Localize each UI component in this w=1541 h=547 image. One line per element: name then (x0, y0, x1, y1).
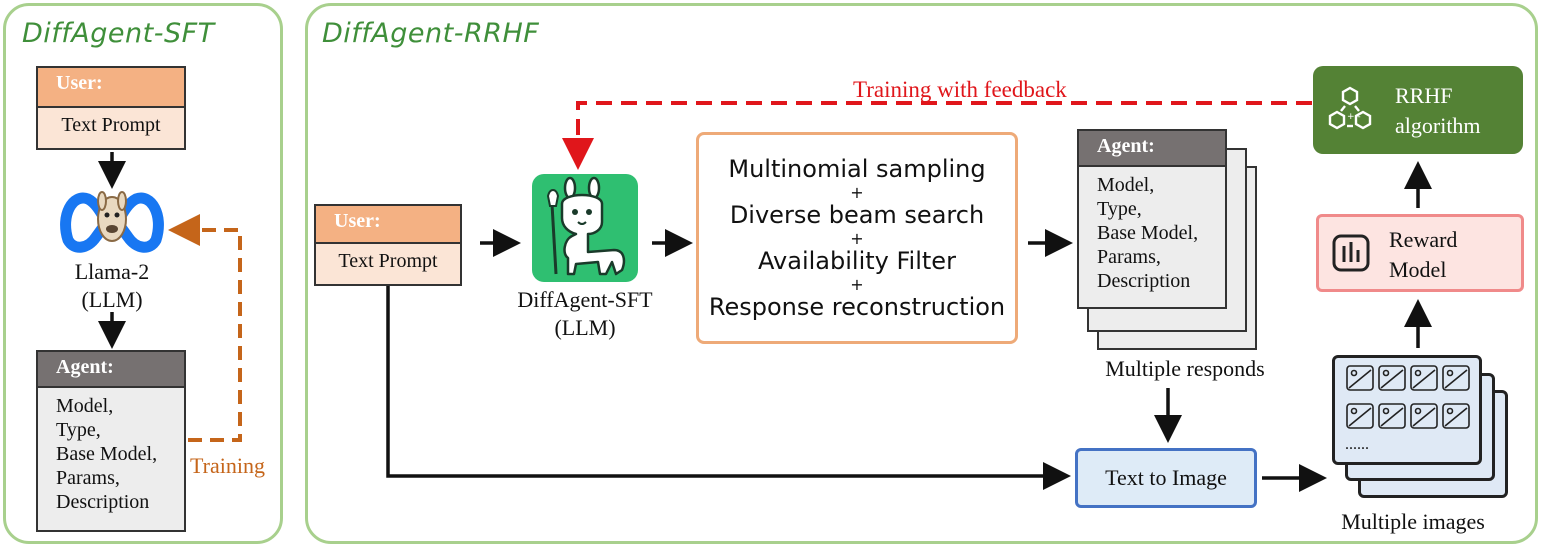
feedback-label: Training with feedback (853, 77, 1067, 102)
sampling-plus: + (850, 183, 864, 202)
thumbnail-icon (1346, 365, 1374, 391)
rrhf-user-body: Text Prompt (316, 244, 460, 284)
sft-user-head: User: (38, 68, 184, 108)
sft-agent-body: Model, Type, Base Model, Params, Descrip… (38, 388, 184, 520)
image-stack-front: ...... (1332, 355, 1482, 465)
arrow-prompt-to-t2i (386, 286, 1071, 490)
rrhf-agent-head: Agent: (1079, 131, 1225, 167)
sampling-line-filter: Availability Filter (758, 247, 956, 275)
rrhf-agent-line: Base Model, (1097, 222, 1199, 244)
rrhf-agent-line: Model, (1097, 174, 1155, 196)
rrhf-line1: RRHF (1395, 83, 1453, 108)
rrhf-agent-line: Params, (1097, 246, 1161, 268)
multiple-images-label: Multiple images (1341, 509, 1485, 534)
reward-line1: Reward (1389, 227, 1458, 252)
thumbnail-icon (1410, 403, 1438, 429)
thumbnail-icon (1442, 365, 1470, 391)
thumbnail-icon (1410, 365, 1438, 391)
sft-user-card: User: Text Prompt (36, 66, 186, 150)
rrhf-agent-card: Agent: Model, Type, Base Model, Params, … (1077, 129, 1227, 309)
sft-model-name: DiffAgent-SFT (517, 287, 653, 312)
sft-agent-head: Agent: (38, 352, 184, 388)
rrhf-algorithm-box: + - RRHF algorithm (1313, 66, 1523, 154)
thumbnail-icon (1378, 365, 1406, 391)
rrhf-agent-body: Model, Type, Base Model, Params, Descrip… (1079, 167, 1225, 299)
rrhf-panel-title: DiffAgent-RRHF (322, 18, 540, 49)
sft-panel-title: DiffAgent-SFT (22, 18, 215, 49)
multiple-responds-label: Multiple responds (1105, 356, 1265, 381)
feedback-dashed-arrow (562, 101, 1312, 170)
images-dots: ...... (1345, 436, 1369, 453)
sampling-line-multinomial: Multinomial sampling (728, 155, 986, 183)
sft-agent-line: Description (56, 491, 150, 513)
thumbnail-icon (1378, 403, 1406, 429)
diffagent-sft-icon (532, 174, 638, 282)
svg-text:+ -: + - (1347, 112, 1361, 122)
rrhf-user-card: User: Text Prompt (314, 204, 462, 286)
thumbnail-icon (1346, 403, 1374, 429)
sft-model-sub: (LLM) (554, 315, 616, 340)
sampling-box: Multinomial sampling + Diverse beam sear… (696, 132, 1018, 344)
sft-user-body: Text Prompt (38, 108, 184, 148)
sampling-line-beam: Diverse beam search (729, 201, 985, 229)
training-dashed-arrow (168, 214, 242, 442)
reward-chart-icon (1331, 233, 1371, 273)
sft-agent-card: Agent: Model, Type, Base Model, Params, … (36, 350, 186, 532)
sampling-plus: + (850, 229, 864, 248)
text-to-image-box: Text to Image (1075, 448, 1257, 508)
thumbnail-icon (1442, 403, 1470, 429)
sft-agent-line: Type, (56, 419, 101, 441)
reward-model-box: Reward Model (1316, 214, 1524, 292)
rrhf-agent-line: Description (1097, 270, 1191, 292)
sampling-line-reconstruction: Response reconstruction (708, 293, 1006, 321)
reward-line2: Model (1389, 257, 1447, 282)
sft-agent-line: Base Model, (56, 443, 158, 465)
llama2-name: Llama-2 (74, 259, 150, 284)
sampling-plus: + (850, 275, 864, 294)
rrhf-user-head: User: (316, 206, 460, 244)
llama2-logo-icon (58, 185, 166, 255)
algorithm-network-icon: + - (1327, 86, 1373, 132)
llama2-sub: (LLM) (81, 287, 143, 312)
sft-agent-line: Params, (56, 467, 120, 489)
sft-agent-line: Model, (56, 395, 114, 417)
training-label: Training (190, 453, 265, 478)
rrhf-line2: algorithm (1395, 113, 1481, 138)
rrhf-agent-line: Type, (1097, 198, 1142, 220)
